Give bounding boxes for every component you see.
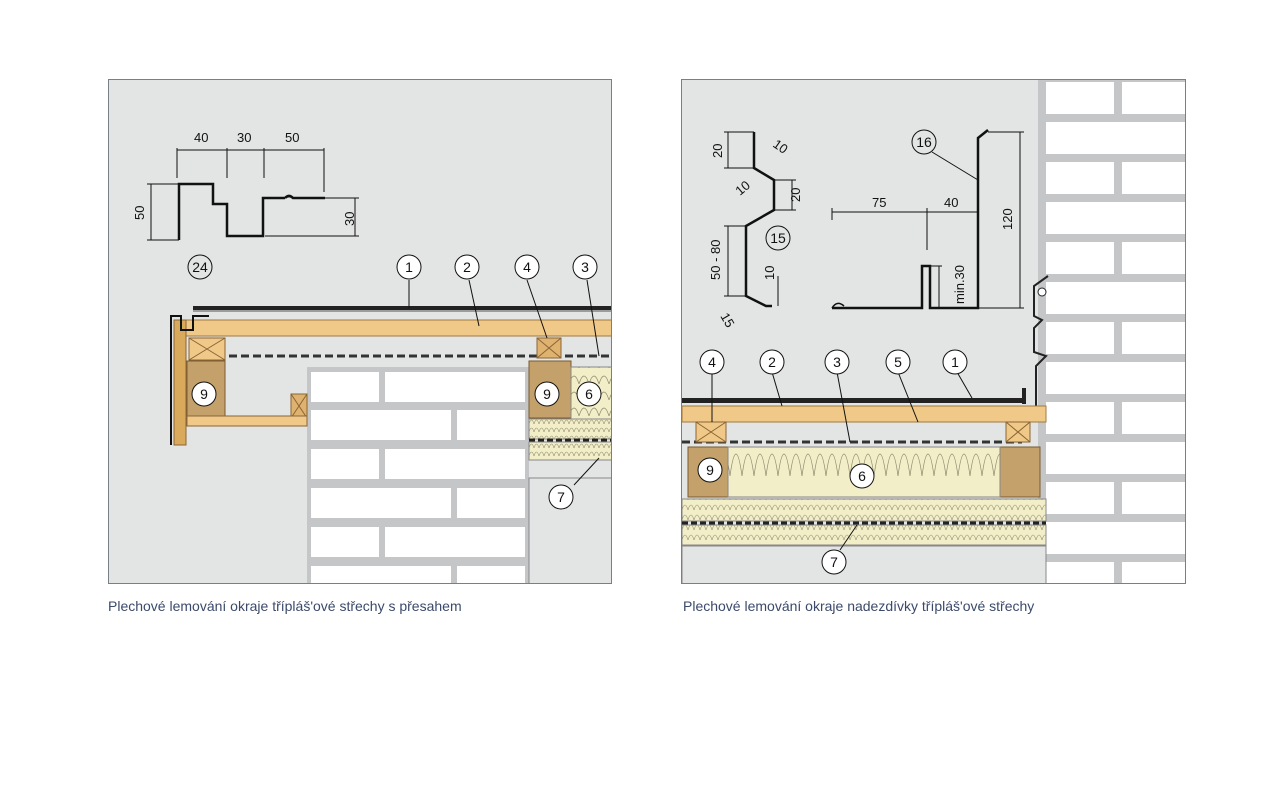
right-diagram-panel: 20 10 20 10 50 - 80 10 15 75 40 120 min.… <box>681 79 1186 584</box>
callout-9a: 9 <box>191 381 217 407</box>
svg-text:1: 1 <box>951 354 959 370</box>
left-caption: Plechové lemování okraje třípláš'ové stř… <box>108 598 462 614</box>
callout-9b: 9 <box>534 381 560 407</box>
wall-flashing <box>1033 275 1049 420</box>
dim-50-80: 50 - 80 <box>708 240 723 280</box>
dim-20-right: 20 <box>788 188 803 202</box>
dim-75: 75 <box>872 195 886 210</box>
dim-40: 40 <box>194 130 208 145</box>
fascia <box>170 315 209 446</box>
left-diagram: 40 30 50 50 30 24 1 2 4 3 9 9 6 7 <box>109 80 611 583</box>
profile-24 <box>147 148 359 241</box>
callout-6: 6 <box>849 463 875 489</box>
callout-7: 7 <box>821 549 847 575</box>
callout-7: 7 <box>548 484 574 510</box>
callout-2: 2 <box>454 254 480 280</box>
svg-text:24: 24 <box>192 259 208 275</box>
svg-text:9: 9 <box>706 462 714 478</box>
dim-min30: min.30 <box>952 265 967 304</box>
profile-16 <box>831 129 1024 310</box>
svg-text:5: 5 <box>894 354 902 370</box>
callout-16: 16 <box>911 129 937 155</box>
svg-text:2: 2 <box>463 259 471 275</box>
svg-text:4: 4 <box>523 259 531 275</box>
callout-6: 6 <box>576 381 602 407</box>
right-caption: Plechové lemování okraje nadezdívky tříp… <box>683 598 1035 614</box>
svg-text:1: 1 <box>405 259 413 275</box>
callout-15: 15 <box>765 225 791 251</box>
svg-text:15: 15 <box>770 230 786 246</box>
dim-20: 20 <box>710 144 725 158</box>
callout-3: 3 <box>572 254 598 280</box>
svg-text:3: 3 <box>581 259 589 275</box>
callout-24: 24 <box>187 254 213 280</box>
leader-lines <box>408 279 600 486</box>
callout-4: 4 <box>699 349 725 375</box>
profile-15 <box>724 131 796 308</box>
right-diagram: 20 10 20 10 50 - 80 10 15 75 40 120 min.… <box>682 80 1185 583</box>
dim-10-top: 10 <box>770 136 790 157</box>
callout-2: 2 <box>759 349 785 375</box>
leader-lines <box>711 151 979 551</box>
brick-wall <box>1038 80 1185 583</box>
callout-3: 3 <box>824 349 850 375</box>
svg-text:9: 9 <box>543 386 551 402</box>
svg-text:16: 16 <box>916 134 932 150</box>
svg-text:2: 2 <box>768 354 776 370</box>
svg-text:7: 7 <box>830 554 838 570</box>
svg-text:6: 6 <box>858 468 866 484</box>
svg-text:7: 7 <box>557 489 565 505</box>
dim-10-bottom: 10 <box>762 266 777 280</box>
left-diagram-panel: 40 30 50 50 30 24 1 2 4 3 9 9 6 7 <box>108 79 612 584</box>
callout-4: 4 <box>514 254 540 280</box>
svg-text:9: 9 <box>200 386 208 402</box>
dim-40: 40 <box>944 195 958 210</box>
callout-9: 9 <box>697 457 723 483</box>
dim-50: 50 <box>285 130 299 145</box>
roof-deck <box>178 306 611 358</box>
dim-50-vertical: 50 <box>132 206 147 220</box>
roof-deck <box>682 388 1047 444</box>
brick-wall <box>307 367 529 583</box>
svg-text:4: 4 <box>708 354 716 370</box>
dim-30-vertical: 30 <box>342 212 357 226</box>
dim-15: 15 <box>717 310 737 330</box>
dim-30: 30 <box>237 130 251 145</box>
callout-1: 1 <box>396 254 422 280</box>
dim-120: 120 <box>1000 208 1015 230</box>
callout-1: 1 <box>942 349 968 375</box>
callout-5: 5 <box>885 349 911 375</box>
svg-text:6: 6 <box>585 386 593 402</box>
svg-text:3: 3 <box>833 354 841 370</box>
